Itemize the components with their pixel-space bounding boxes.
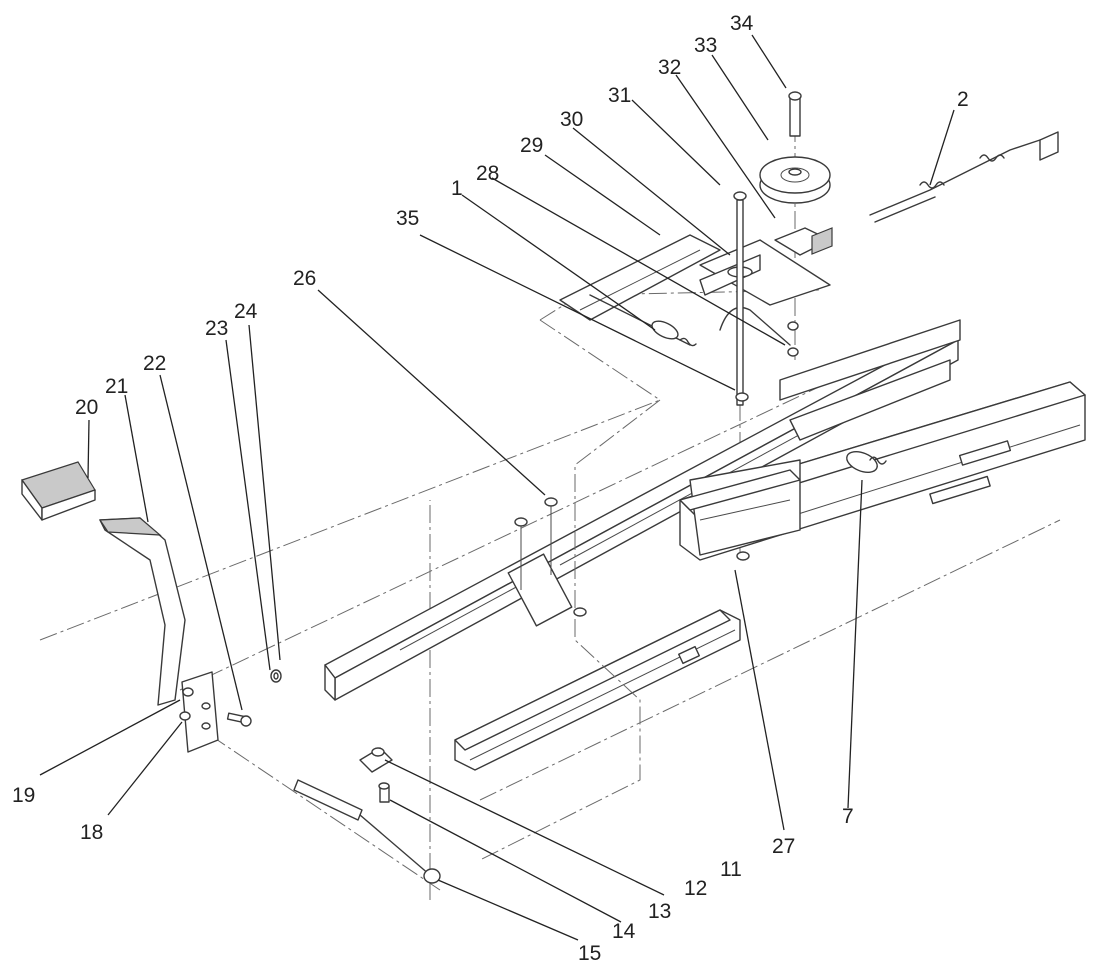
callout-12: 12 <box>684 877 707 900</box>
spring-cable-2 <box>869 131 1059 223</box>
frame-rail-upper <box>324 329 959 701</box>
callout-14: 14 <box>612 920 636 943</box>
idler-plate <box>559 234 721 321</box>
spring-rod-1 <box>589 294 697 347</box>
idler-bolt <box>788 91 802 137</box>
callout-22: 22 <box>143 352 166 375</box>
spring-7 <box>846 451 887 473</box>
callout-1: 1 <box>451 177 463 200</box>
pedal-arm <box>98 517 186 706</box>
callout-19: 19 <box>12 784 35 807</box>
callout-24: 24 <box>234 300 258 323</box>
leader-lines <box>39 34 955 941</box>
callout-30: 30 <box>560 108 583 131</box>
callout-32: 32 <box>658 56 681 79</box>
callout-11: 11 <box>720 858 742 881</box>
idler-arm <box>699 239 831 306</box>
callout-26: 26 <box>293 267 316 290</box>
hardware <box>514 191 799 617</box>
pulley-bracket <box>774 227 833 256</box>
frame-rail-lower <box>454 609 741 771</box>
callout-28: 28 <box>476 162 499 185</box>
pedal-bolt-22 <box>226 712 252 727</box>
clamp-13 <box>359 747 393 773</box>
callout-33: 33 <box>694 34 717 57</box>
callout-13: 13 <box>648 900 671 923</box>
pedal-mount-bracket <box>179 671 219 753</box>
callout-18: 18 <box>80 821 103 844</box>
callout-7: 7 <box>842 805 854 828</box>
callout-31: 31 <box>608 84 631 107</box>
set-screw-14 <box>378 782 390 803</box>
hook-spring-28 <box>719 306 791 346</box>
callout-2: 2 <box>957 88 969 111</box>
idler-pulley <box>759 156 831 204</box>
callout-21: 21 <box>105 375 128 398</box>
callouts: 1 2 7 11 12 13 14 15 18 19 20 21 22 23 2… <box>12 12 969 965</box>
callout-27: 27 <box>772 835 795 858</box>
callout-23: 23 <box>205 317 228 340</box>
callout-20: 20 <box>75 396 98 419</box>
callout-35: 35 <box>396 207 419 230</box>
cross-member <box>679 319 961 556</box>
callout-15: 15 <box>578 942 601 965</box>
callout-34: 34 <box>730 12 754 35</box>
brake-pedal-pad <box>21 461 96 521</box>
brake-rod <box>293 779 441 884</box>
callout-29: 29 <box>520 134 543 157</box>
washers-23-24 <box>270 669 282 683</box>
